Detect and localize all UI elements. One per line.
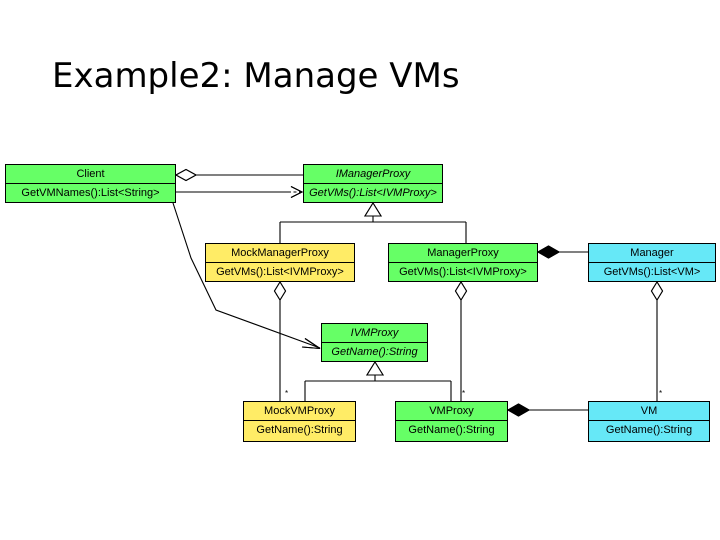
class-operations-vm: GetName():String: [605, 424, 693, 436]
class-name-client: Client: [6, 165, 175, 184]
class-box-manager[interactable]: Manager GetVMs():List<VM>: [588, 243, 716, 282]
class-name-mockmanagerproxy: MockManagerProxy: [206, 244, 354, 263]
class-name-managerproxy: ManagerProxy: [389, 244, 537, 263]
aggregation-diamond-client: [174, 168, 198, 182]
class-box-mockvmproxy[interactable]: MockVMProxy GetName():String: [243, 401, 356, 442]
class-name-vm: VM: [589, 402, 709, 421]
aggregation-diamond-manager: [650, 280, 664, 302]
realization-triangle-imanagerproxy: [364, 201, 382, 217]
class-name-ivmproxy: IVMProxy: [322, 324, 427, 343]
multiplicity-label-vm: *: [659, 389, 663, 398]
class-name-vmproxy: VMProxy: [396, 402, 507, 421]
class-box-mockmanagerproxy[interactable]: MockManagerProxy GetVMs():List<IVMProxy>: [205, 243, 355, 282]
slide-title: Example2: Manage VMs: [52, 56, 460, 96]
class-operations-ivmproxy: GetName():String: [331, 346, 418, 358]
class-operations-mockvmproxy: GetName():String: [256, 424, 343, 436]
composition-diamond-vmproxy: [506, 403, 531, 417]
dependency-arrowhead-imanagerproxy: [290, 186, 304, 198]
class-box-ivmproxy[interactable]: IVMProxy GetName():String: [321, 323, 428, 362]
realization-triangle-ivmproxy: [366, 360, 384, 376]
class-box-vm[interactable]: VM GetName():String: [588, 401, 710, 442]
class-box-vmproxy[interactable]: VMProxy GetName():String: [395, 401, 508, 442]
class-operations-imanagerproxy: GetVMs():List<IVMProxy>: [309, 187, 437, 199]
class-operations-vmproxy: GetName():String: [408, 424, 495, 436]
class-box-imanagerproxy[interactable]: IManagerProxy GetVMs():List<IVMProxy>: [303, 164, 443, 203]
composition-diamond-managerproxy: [536, 245, 561, 259]
class-operations-client: GetVMNames():List<String>: [21, 187, 160, 199]
class-operations-managerproxy: GetVMs():List<IVMProxy>: [399, 266, 527, 278]
multiplicity-label-mockvmproxy: *: [285, 389, 289, 398]
class-name-imanagerproxy: IManagerProxy: [304, 165, 442, 184]
aggregation-diamond-mockmanagerproxy: [273, 280, 287, 302]
class-name-manager: Manager: [589, 244, 715, 263]
class-name-mockvmproxy: MockVMProxy: [244, 402, 355, 421]
class-operations-manager: GetVMs():List<VM>: [603, 266, 701, 278]
class-box-managerproxy[interactable]: ManagerProxy GetVMs():List<IVMProxy>: [388, 243, 538, 282]
class-box-client[interactable]: Client GetVMNames():List<String>: [5, 164, 176, 203]
aggregation-diamond-managerproxy: [454, 280, 468, 302]
class-operations-mockmanagerproxy: GetVMs():List<IVMProxy>: [216, 266, 344, 278]
multiplicity-label-vmproxy: *: [462, 389, 466, 398]
dependency-arrowhead-ivmproxy: [301, 338, 321, 350]
